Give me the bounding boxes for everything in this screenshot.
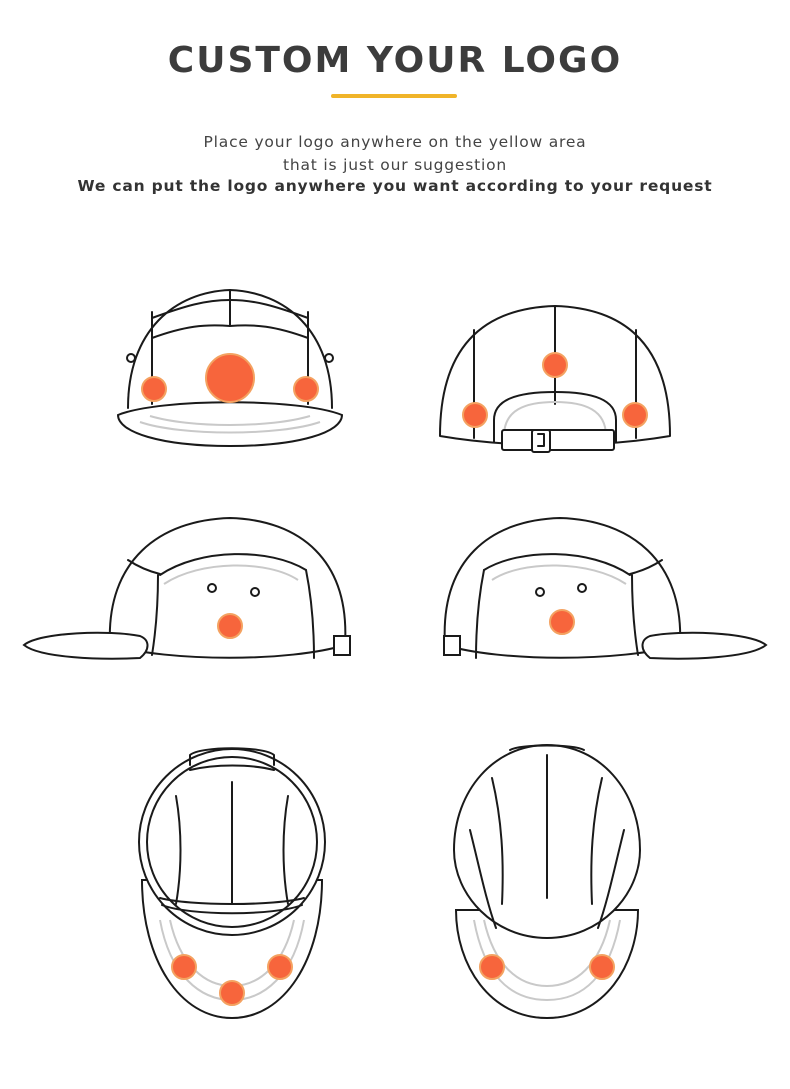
- cap-side-view-right: [443, 517, 768, 660]
- logo-spot-underside-center: [219, 980, 245, 1006]
- logo-spot-top-right: [589, 954, 615, 980]
- title-underline: [331, 94, 457, 98]
- instruction-line-1: Place your logo anywhere on the yellow a…: [203, 133, 587, 151]
- logo-spot-back-right: [622, 402, 648, 428]
- logo-spot-side-right: [549, 609, 575, 635]
- logo-spot-side-left: [217, 613, 243, 639]
- logo-spot-back-left: [462, 402, 488, 428]
- cap-side-view-left: [22, 517, 351, 660]
- logo-spot-underside-left: [171, 954, 197, 980]
- logo-spot-front-right: [293, 376, 319, 402]
- logo-spot-back-top: [542, 352, 568, 378]
- page-title: CUSTOM YOUR LOGO: [167, 40, 623, 81]
- cap-back-view: [439, 305, 671, 453]
- cap-front-view: [116, 289, 344, 448]
- instruction-line-3: We can put the logo anywhere you want ac…: [77, 177, 713, 195]
- instruction-line-2: that is just our suggestion: [282, 156, 507, 174]
- cap-top-view: [452, 743, 642, 1020]
- logo-spot-front-left: [141, 376, 167, 402]
- logo-spot-front-center: [205, 353, 255, 403]
- cap-underside-view: [138, 747, 326, 1020]
- logo-spot-top-left: [479, 954, 505, 980]
- logo-spot-underside-right: [267, 954, 293, 980]
